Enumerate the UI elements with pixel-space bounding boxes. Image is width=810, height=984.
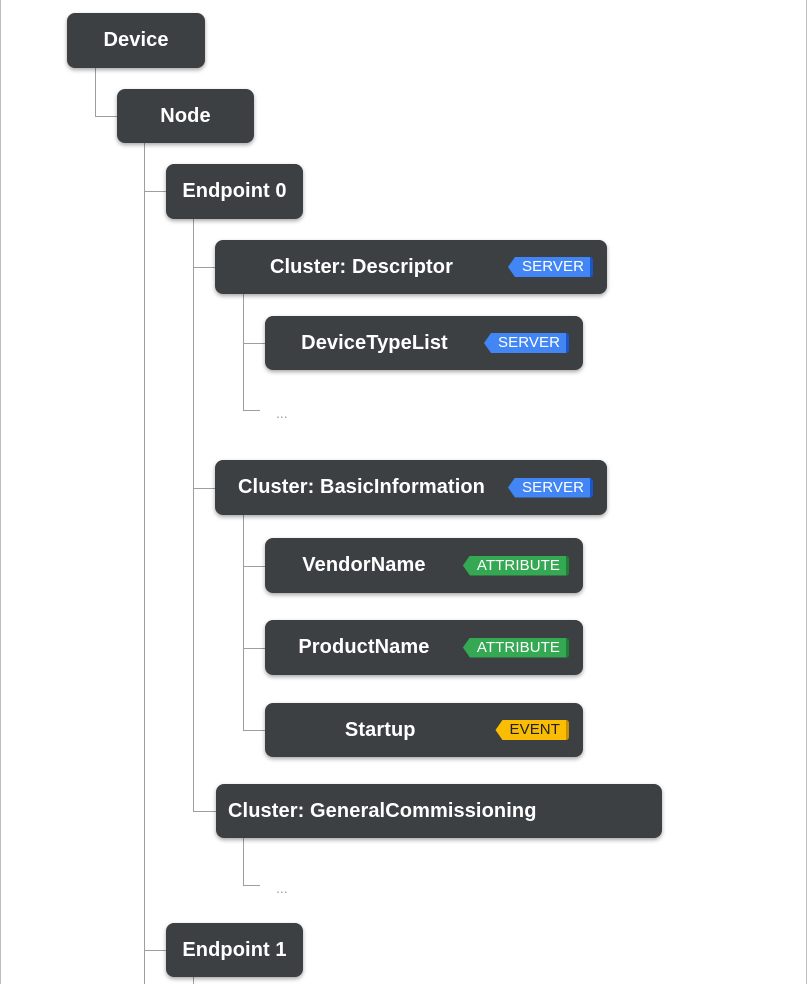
startup-node[interactable]: Startup EVENT [265, 703, 583, 757]
connector-line [193, 219, 194, 812]
server-tag: SERVER [507, 257, 593, 277]
attribute-tag: ATTRIBUTE [462, 637, 569, 658]
attribute-tag: ATTRIBUTE [462, 555, 569, 576]
vendor-name-node[interactable]: VendorName ATTRIBUTE [265, 538, 583, 593]
cluster-basic-information-label: Cluster: BasicInformation [238, 476, 485, 498]
endpoint-0-node[interactable]: Endpoint 0 [166, 164, 303, 219]
endpoint-1-node[interactable]: Endpoint 1 [166, 923, 303, 977]
connector-line [193, 488, 215, 489]
cluster-general-commissioning-label: Cluster: GeneralCommissioning [228, 799, 537, 822]
connector-line [243, 885, 260, 886]
frame-right-border [806, 0, 807, 984]
ellipsis: ... [276, 880, 288, 896]
node-node[interactable]: Node [117, 89, 254, 143]
connector-line [144, 950, 166, 951]
connector-line [243, 515, 244, 731]
connector-line [243, 294, 244, 411]
connector-line [243, 648, 265, 649]
connector-line [243, 343, 265, 344]
connector-line [243, 566, 265, 567]
connector-line [144, 143, 145, 984]
endpoint-0-label: Endpoint 0 [182, 180, 287, 202]
connector-line [193, 267, 215, 268]
product-name-node[interactable]: ProductName ATTRIBUTE [265, 620, 583, 675]
connector-line [243, 410, 260, 411]
server-tag: SERVER [483, 333, 569, 353]
connector-line [95, 68, 96, 116]
cluster-descriptor-label: Cluster: Descriptor [269, 255, 454, 278]
ellipsis: ... [276, 405, 288, 421]
cluster-general-commissioning-node[interactable]: Cluster: GeneralCommissioning [216, 784, 662, 838]
device-type-list-node[interactable]: DeviceTypeList SERVER [265, 316, 583, 370]
endpoint-1-label: Endpoint 1 [182, 938, 287, 961]
frame-left-border [0, 0, 1, 984]
connector-line [243, 838, 244, 886]
startup-label: Startup [344, 718, 416, 741]
node-label: Node [160, 104, 211, 127]
connector-line [144, 191, 166, 192]
device-node[interactable]: Device [67, 13, 205, 68]
connector-line [243, 730, 265, 731]
connector-line [193, 977, 194, 984]
event-tag: EVENT [495, 720, 569, 740]
vendor-name-label: VendorName [302, 554, 426, 576]
server-tag: SERVER [507, 477, 593, 498]
cluster-basic-information-node[interactable]: Cluster: BasicInformation SERVER [215, 460, 607, 515]
device-label: Device [103, 29, 169, 51]
connector-line [95, 116, 117, 117]
product-name-label: ProductName [298, 636, 430, 658]
device-type-list-label: DeviceTypeList [301, 331, 448, 354]
cluster-descriptor-node[interactable]: Cluster: Descriptor SERVER [215, 240, 607, 294]
connector-line [193, 811, 216, 812]
